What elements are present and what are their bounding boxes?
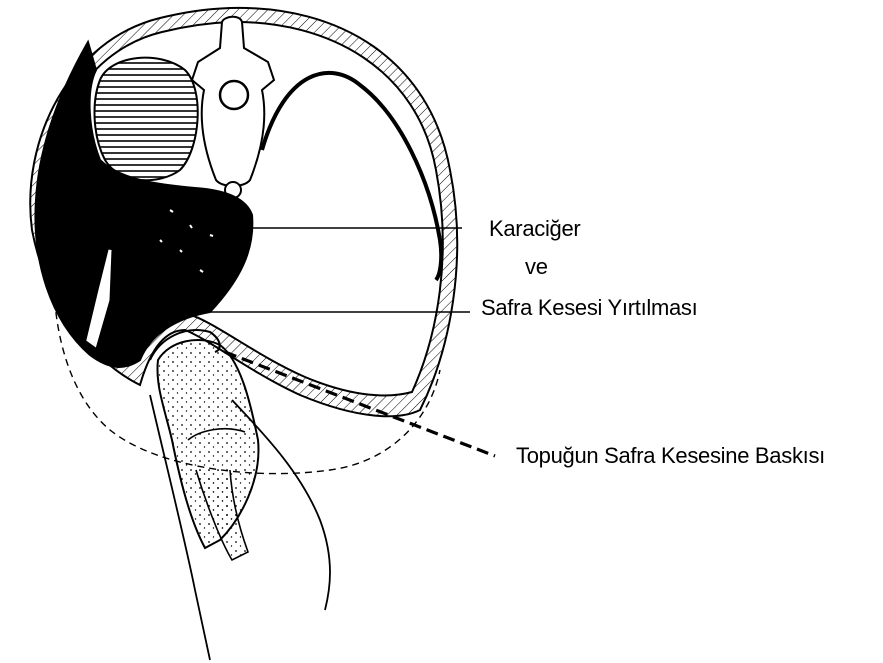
heel-bone (157, 340, 258, 548)
label-liver: Karaciğer (489, 216, 580, 242)
label-and: ve (525, 254, 548, 280)
label-heel-pressure: Topuğun Safra Kesesine Baskısı (516, 443, 825, 469)
kidney (95, 58, 198, 181)
spinal-canal (220, 81, 248, 109)
leader-line-heel (225, 352, 495, 456)
label-gallbladder-rupture: Safra Kesesi Yırtılması (481, 295, 697, 321)
